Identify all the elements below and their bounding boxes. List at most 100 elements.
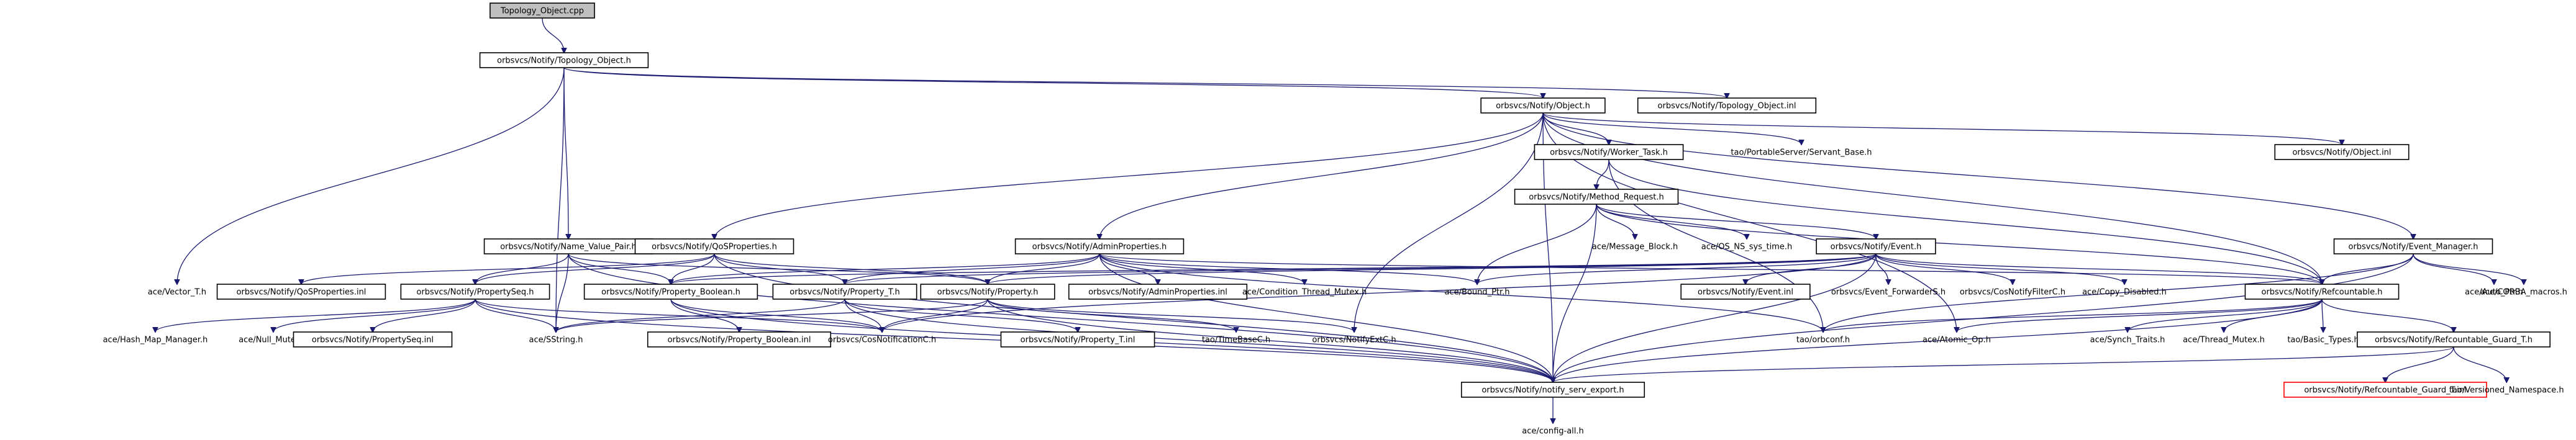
edge-notify-topology-object-h-to-ace-sstring-h — [556, 67, 565, 332]
node-notify-qosproperties-h[interactable]: orbsvcs/Notify/QoSProperties.h — [634, 238, 794, 254]
edge-notify-object-h-to-notify-adminproperties-h — [1099, 112, 1544, 239]
node-ace-corba-macros-h[interactable]: ace/CORBA_macros.h — [2480, 288, 2567, 297]
node-ace-synch-traits-h[interactable]: ace/Synch_Traits.h — [2090, 336, 2165, 345]
node-notify-event-manager-h[interactable]: orbsvcs/Notify/Event_Manager.h — [2333, 238, 2493, 254]
edge-notify-adminproperties-h-to-tao-orbconf-h — [1099, 253, 1823, 332]
node-box — [2333, 238, 2493, 254]
node-ace-vector-t-h[interactable]: ace/Vector_T.h — [148, 288, 206, 297]
node-label: orbsvcs/Notify/Topology_Object.h — [497, 56, 631, 66]
node-ace-auto-ptr-h[interactable]: ace/Auto_Ptr.h — [2465, 288, 2523, 297]
node-ace-null-mutex-h[interactable]: ace/Null_Mutex.h — [239, 336, 308, 345]
node-label: orbsvcs/Notify/Property_Boolean.h — [601, 288, 740, 297]
edge-notify-topology-object-h-to-notify-name-value-pair-h — [563, 67, 568, 239]
node-label: orbsvcs/Notify/Property_T.inl — [1021, 336, 1136, 345]
node-ace-atomic-op-h[interactable]: ace/Atomic_Op.h — [1923, 336, 1991, 345]
node-label: orbsvcs/Notify/QoSProperties.inl — [237, 288, 366, 297]
node-label: orbsvcs/Event_ForwarderS.h — [1831, 288, 1946, 297]
node-notify-name-value-pair-h[interactable]: orbsvcs/Notify/Name_Value_Pair.h — [483, 238, 653, 254]
node-notify-property-t-inl[interactable]: orbsvcs/Notify/Property_T.inl — [1000, 331, 1155, 348]
node-notify-worker-task-h[interactable]: orbsvcs/Notify/Worker_Task.h — [1534, 144, 1684, 160]
edge-notify-refcountable-h-to-ace-synch-traits-h — [2128, 299, 2323, 332]
node-tao-timebasec-h[interactable]: tao/TimeBaseC.h — [1202, 336, 1270, 345]
node-label: orbsvcs/Notify/AdminProperties.h — [1032, 243, 1167, 252]
node-notify-event-h[interactable]: orbsvcs/Notify/Event.h — [1816, 238, 1936, 254]
node-box — [489, 2, 595, 19]
edge-notify-object-h-to-notify-object-inl — [1542, 112, 2342, 145]
node-notify-topology-object-inl[interactable]: orbsvcs/Notify/Topology_Object.inl — [1637, 97, 1817, 114]
node-ace-os-ns-sys-time-h[interactable]: ace/OS_NS_sys_time.h — [1701, 243, 1792, 252]
edge-notify-adminproperties-h-to-notify-property-h — [988, 253, 1100, 284]
node-box — [1480, 97, 1606, 114]
node-notify-qosproperties-inl[interactable]: orbsvcs/Notify/QoSProperties.inl — [216, 284, 386, 300]
node-notify-property-boolean-h[interactable]: orbsvcs/Notify/Property_Boolean.h — [583, 284, 758, 300]
node-label: tao/PortableServer/Servant_Base.h — [1731, 148, 1872, 158]
node-box — [1000, 331, 1155, 348]
node-portableserver-servant-base-h[interactable]: tao/PortableServer/Servant_Base.h — [1731, 148, 1872, 158]
node-ace-sstring-h[interactable]: ace/SString.h — [529, 336, 583, 345]
edge-notify-property-t-h-to-ace-sstring-h — [556, 299, 845, 332]
node-notify-adminproperties-h[interactable]: orbsvcs/Notify/AdminProperties.h — [1014, 238, 1185, 254]
node-notify-refcountable-h[interactable]: orbsvcs/Notify/Refcountable.h — [2244, 284, 2400, 300]
node-label: tao/Basic_Types.h — [2287, 336, 2359, 345]
node-ace-thread-mutex-h[interactable]: ace/Thread_Mutex.h — [2183, 336, 2265, 345]
node-cosnotifyfilterc-h[interactable]: orbsvcs/CosNotifyFilterC.h — [1960, 288, 2065, 297]
node-label: ace/Null_Mutex.h — [239, 336, 308, 345]
node-tao-basic-types-h[interactable]: tao/Basic_Types.h — [2287, 336, 2359, 345]
edge-notify-event-h-to-cosnotificationc-h — [882, 253, 1877, 332]
node-notify-event-forwarders-h[interactable]: orbsvcs/Event_ForwarderS.h — [1831, 288, 1946, 297]
edge-notify-event-manager-h-to-notify-refcountable-h — [2322, 253, 2414, 284]
node-ace-hash-map-manager-h[interactable]: ace/Hash_Map_Manager.h — [103, 336, 208, 345]
edge-notify-refcountable-h-to-notify-serv-export-h — [1553, 299, 2323, 382]
node-ace-copy-disabled-h[interactable]: ace/Copy_Disabled.h — [2082, 288, 2167, 297]
node-ace-condition-thread-mutex-h[interactable]: ace/Condition_Thread_Mutex.h — [1242, 288, 1367, 297]
node-notify-property-t-h[interactable]: orbsvcs/Notify/Property_T.h — [772, 284, 917, 300]
node-notify-object-h[interactable]: orbsvcs/Notify/Object.h — [1480, 97, 1606, 114]
node-label: orbsvcs/Notify/Property.h — [937, 288, 1039, 297]
node-notify-propertyseq-inl[interactable]: orbsvcs/Notify/PropertySeq.inl — [293, 331, 453, 348]
edge-notify-object-h-to-notify-qosproperties-h — [714, 112, 1544, 239]
nodes-layer: Topology_Object.cpp orbsvcs/Notify/Topolo… — [103, 2, 2567, 436]
edge-notify-object-h-to-notify-serv-export-h — [1542, 112, 1553, 382]
node-notify-property-h[interactable]: orbsvcs/Notify/Property.h — [920, 284, 1055, 300]
node-label: orbsvcs/Notify/Worker_Task.h — [1550, 148, 1668, 158]
edge-notify-qosproperties-h-to-notify-qosproperties-inl — [301, 253, 715, 284]
node-notify-object-inl[interactable]: orbsvcs/Notify/Object.inl — [2274, 144, 2410, 160]
node-notify-adminproperties-inl[interactable]: orbsvcs/Notify/AdminProperties.inl — [1068, 284, 1248, 300]
edge-notify-method-request-h-to-ace-os-ns-sys-time-h — [1596, 204, 1747, 239]
node-ace-message-block-h[interactable]: ace/Message_Block.h — [1592, 243, 1678, 252]
node-notify-property-boolean-inl[interactable]: orbsvcs/Notify/Property_Boolean.inl — [647, 331, 832, 348]
node-notify-event-inl[interactable]: orbsvcs/Notify/Event.inl — [1680, 284, 1811, 300]
node-label: tao/TimeBaseC.h — [1202, 336, 1270, 345]
edge-notify-name-value-pair-h-to-notify-propertyseq-h — [475, 253, 569, 284]
node-notify-refcountable-guard-t-inl[interactable]: orbsvcs/Notify/Refcountable_Guard_T.inl — [2283, 382, 2487, 398]
edge-notify-refcountable-h-to-tao-orbconf-h — [1823, 299, 2323, 332]
node-notify-propertyseq-h[interactable]: orbsvcs/Notify/PropertySeq.h — [400, 284, 550, 300]
node-tao-orbconf-h[interactable]: tao/orbconf.h — [1796, 336, 1850, 345]
node-notify-refcountable-guard-t-h[interactable]: orbsvcs/Notify/Refcountable_Guard_T.h — [2357, 331, 2551, 348]
node-box — [1816, 238, 1936, 254]
edge-notify-topology-object-h-to-ace-vector-t-h — [177, 67, 565, 284]
node-tao-versioned-namespace-h[interactable]: tao/Versioned_Namespace.h — [2449, 386, 2564, 395]
node-notify-serv-export-h[interactable]: orbsvcs/Notify/notify_serv_export.h — [1460, 382, 1645, 398]
node-notify-method-request-h[interactable]: orbsvcs/Notify/Method_Request.h — [1514, 189, 1679, 205]
node-label: ace/OS_NS_sys_time.h — [1701, 243, 1792, 252]
node-box — [216, 284, 386, 300]
edge-notify-event-h-to-notify-serv-export-h — [1553, 253, 1877, 382]
node-box — [400, 284, 550, 300]
node-label: ace/config-all.h — [1522, 427, 1584, 436]
node-topology-object-cpp[interactable]: Topology_Object.cpp — [489, 2, 595, 19]
node-box — [2274, 144, 2410, 160]
node-cosnotificationc-h[interactable]: orbsvcs/CosNotificationC.h — [828, 336, 936, 345]
edge-notify-name-value-pair-h-to-ace-sstring-h — [556, 253, 569, 332]
node-notifyextc-h[interactable]: orbsvcs/NotifyExtC.h — [1312, 336, 1396, 345]
node-ace-config-all-h[interactable]: ace/config-all.h — [1522, 427, 1584, 436]
node-label: orbsvcs/Notify/PropertySeq.inl — [312, 336, 434, 345]
edge-notify-worker-task-h-to-notify-method-request-h — [1596, 159, 1609, 189]
node-notify-topology-object-h[interactable]: orbsvcs/Notify/Topology_Object.h — [479, 52, 649, 68]
edge-notify-adminproperties-h-to-notify-property-t-h — [845, 253, 1100, 284]
node-ace-bound-ptr-h[interactable]: ace/Bound_Ptr.h — [1444, 288, 1509, 297]
edge-notify-refcountable-h-to-notify-refcountable-guard-t-h — [2321, 299, 2454, 332]
node-box — [583, 284, 758, 300]
edge-topology-object-cpp-to-notify-topology-object-h — [542, 17, 564, 53]
